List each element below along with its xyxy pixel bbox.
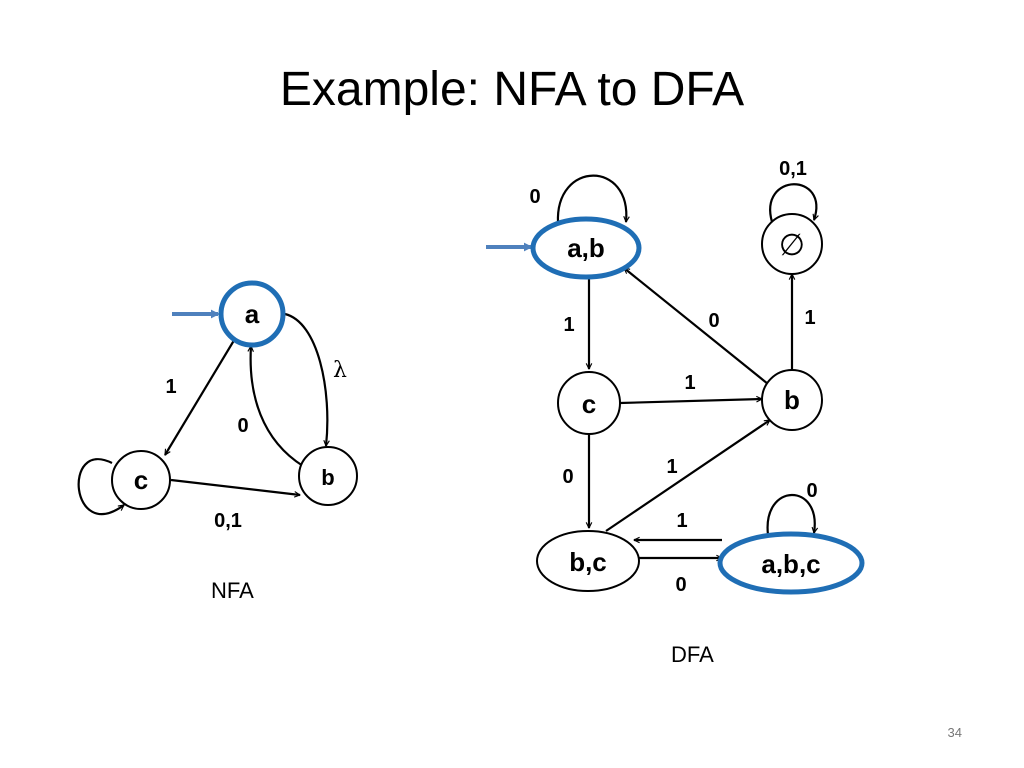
dfa-state-bc-label: b,c [569,547,607,577]
nfa-state-b [298,446,358,506]
dfa-state-abc [717,531,865,595]
dfa-label-bc-to-b: 1 [666,456,677,478]
nfa-state-c-label: c [134,465,148,495]
dfa-edge-b-to-ab [624,267,769,385]
dfa-state-ab [530,216,642,280]
nfa-state-b-label: b [321,465,334,490]
dfa-label-c-to-bc: 0 [562,466,573,488]
dfa-state-empty-label: ∅ [779,228,805,263]
dfa-label-ab-to-c: 1 [563,314,574,336]
dfa-label-bc-to-abc: 0 [675,574,686,596]
nfa-diagram: a b c λ 0 1 0,1 [77,280,358,532]
nfa-label-b-to-a: 0 [237,415,248,437]
nfa-state-a [218,280,286,348]
dfa-label-b-to-empty: 1 [804,307,815,329]
nfa-edge-a-to-b [284,312,327,446]
page-number: 34 [947,725,962,740]
nfa-state-a-label: a [245,299,260,329]
dfa-label-ab-self: 0 [529,186,540,208]
dfa-caption: DFA [671,642,714,667]
dfa-state-ab-label: a,b [567,233,605,263]
nfa-label-c-to-b: 0,1 [214,510,242,532]
nfa-label-a-to-c: 1 [165,376,176,398]
nfa-label-a-to-b: λ [333,358,347,383]
dfa-edge-empty-self [769,183,816,223]
dfa-label-b-to-ab: 0 [708,310,719,332]
nfa-edge-b-to-a [251,346,304,467]
dfa-label-empty-self: 0,1 [779,158,807,180]
dfa-label-c-to-b: 1 [684,372,695,394]
dfa-edge-c-to-b [619,399,762,405]
dfa-edge-abc-self [766,494,815,536]
dfa-state-b-label: b [784,385,800,415]
dfa-state-c-label: c [582,389,596,419]
dfa-diagram: a,b ∅ c b b,c a,b,c 0 1 0 1 0,1 1 0 1 1 … [486,158,865,596]
slide-title: Example: NFA to DFA [279,63,745,116]
dfa-label-abc-to-bc: 1 [676,510,687,532]
dfa-state-empty [761,213,823,275]
nfa-caption: NFA [211,578,254,603]
dfa-edge-ab-self [556,174,626,224]
nfa-edge-a-to-c [164,336,237,455]
nfa-edge-c-to-b [170,478,300,495]
dfa-edge-bc-to-b [605,419,770,532]
dfa-label-abc-self: 0 [806,480,817,502]
dfa-state-abc-label: a,b,c [761,549,820,579]
nfa-edge-c-self [77,458,124,515]
dfa-state-bc [536,530,640,592]
nfa-state-c [111,450,171,510]
dfa-state-c [557,371,621,435]
dfa-state-b [761,369,823,431]
